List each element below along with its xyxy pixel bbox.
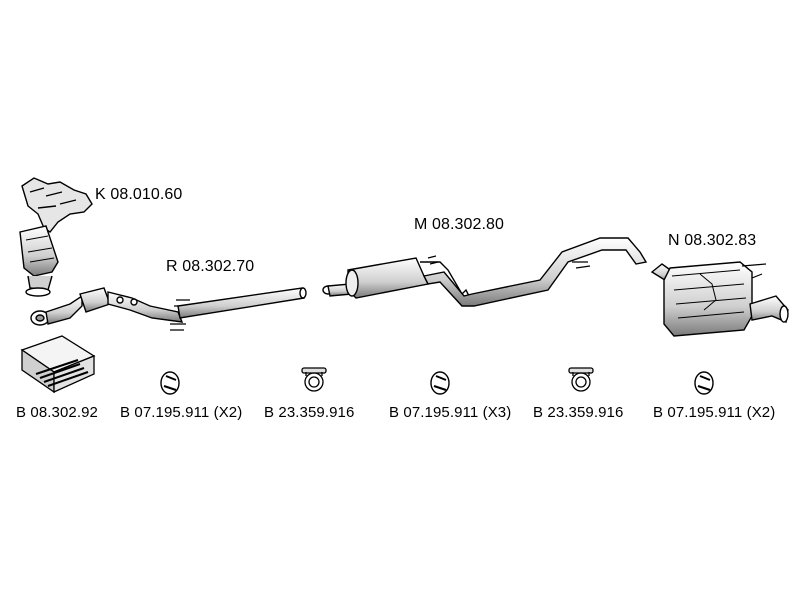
- label-middle-silencer: M 08.302.80: [414, 216, 505, 233]
- label-clamp-3: B 07.195.911 (X2): [653, 404, 776, 421]
- manifold-catalyst-drawing: [19, 177, 93, 297]
- label-clamp-1: B 07.195.911 (X2): [120, 404, 243, 421]
- clamp-icon-3: [694, 371, 714, 395]
- label-fitting-kit: B 08.302.92: [16, 404, 99, 421]
- rear-silencer-drawing: [650, 261, 789, 337]
- front-pipe-drawing: [30, 287, 307, 331]
- clamp-icon-2: [430, 371, 450, 395]
- rubber-hanger-icon-2: [568, 367, 594, 392]
- label-clamp-2: B 07.195.911 (X3): [389, 404, 512, 421]
- label-front-pipe: R 08.302.70: [166, 258, 255, 275]
- rubber-hanger-icon-1: [301, 367, 327, 392]
- clamp-icon-1: [160, 371, 180, 395]
- label-manifold-catalyst: K 08.010.60: [95, 186, 183, 203]
- label-rear-silencer: N 08.302.83: [668, 232, 757, 249]
- middle-silencer-drawing: [322, 237, 648, 307]
- label-hanger-1: B 23.359.916: [264, 404, 355, 421]
- label-hanger-2: B 23.359.916: [533, 404, 624, 421]
- fitting-kit-box-drawing: [20, 335, 96, 394]
